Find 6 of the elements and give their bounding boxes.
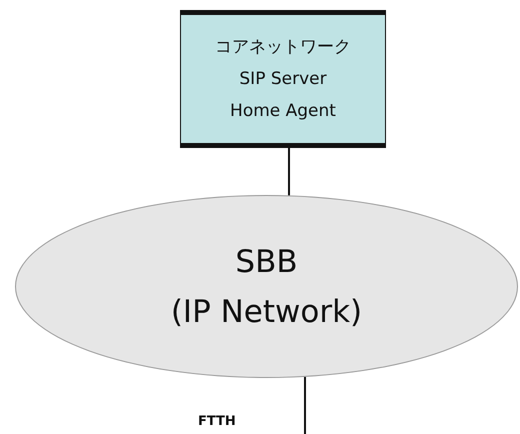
connector-line bbox=[304, 376, 306, 434]
node-label: (IP Network) bbox=[170, 292, 364, 332]
connector-line bbox=[288, 148, 290, 196]
node-label: コアネットワーク SIP Server Home Agent bbox=[214, 36, 352, 123]
node-label: SBB bbox=[234, 242, 299, 282]
server-box bbox=[180, 10, 386, 148]
